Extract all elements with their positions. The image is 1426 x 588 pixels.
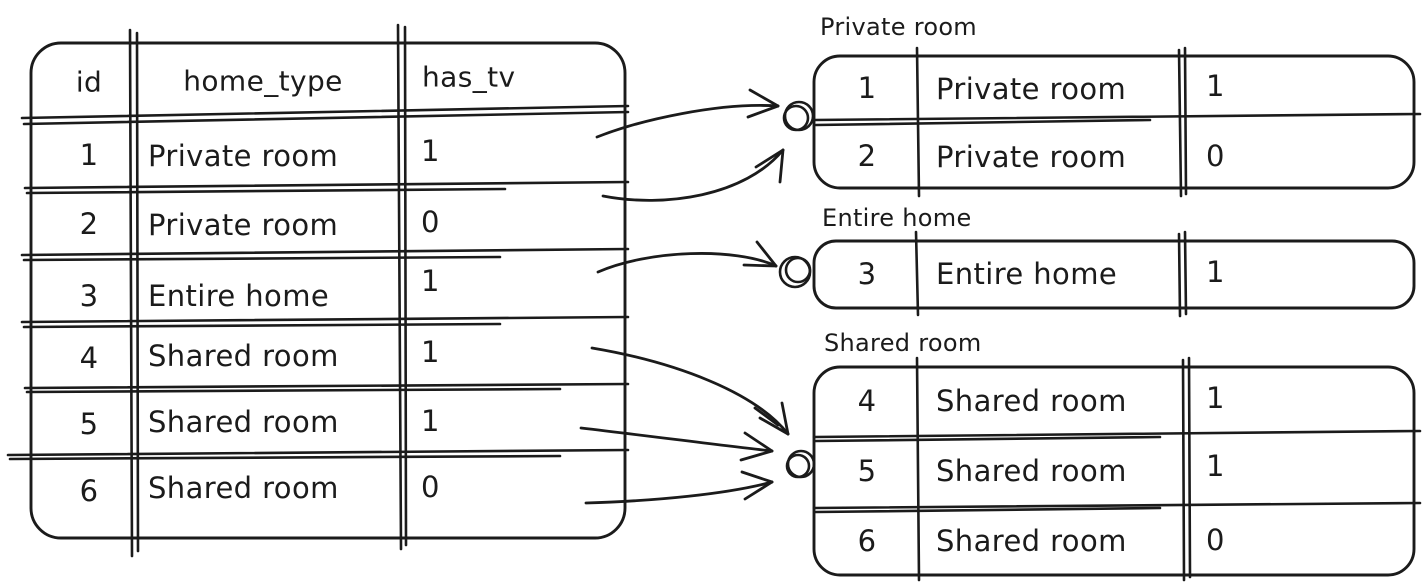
source-table-frame xyxy=(6,23,630,558)
source-row5-id: 5 xyxy=(79,407,99,441)
source-header-home-type: home_type xyxy=(183,64,343,98)
group-private-row2-id: 2 xyxy=(857,139,877,173)
group-entire-row1-home: Entire home xyxy=(936,257,1118,291)
merge-circles xyxy=(778,100,816,479)
source-row5-home: Shared room xyxy=(148,405,339,439)
group-shared-row1-tv: 1 xyxy=(1206,381,1225,415)
group-shared-row2-tv: 1 xyxy=(1206,449,1225,483)
group-private-row1-home: Private room xyxy=(936,72,1127,106)
group-entire-row1-id: 3 xyxy=(857,257,877,291)
group-shared-row1-id: 4 xyxy=(857,384,877,418)
source-header-has-tv: has_tv xyxy=(422,60,516,94)
group-private-frame xyxy=(812,46,1422,198)
group-private-row2-tv: 0 xyxy=(1206,139,1225,173)
source-row6-tv: 0 xyxy=(421,470,440,504)
group-shared-label: Shared room xyxy=(824,329,982,357)
group-private-label: Private room xyxy=(820,13,977,41)
arrow-row6-to-shared xyxy=(584,470,774,505)
arrow-row3-to-entire xyxy=(596,240,778,274)
source-row1-home: Private room xyxy=(148,139,339,173)
source-row4-home: Shared room xyxy=(148,339,339,373)
group-private-row1-id: 1 xyxy=(857,71,877,105)
arrow-row5-to-shared xyxy=(579,426,774,462)
group-shared-frame xyxy=(812,356,1422,582)
group-shared-row2-id: 5 xyxy=(857,454,877,488)
source-header-id: id xyxy=(75,65,103,99)
arrow-row2-to-private xyxy=(601,148,785,202)
arrow-row4-to-shared xyxy=(590,346,790,436)
group-shared-row1-home: Shared room xyxy=(936,384,1127,418)
source-row6-home: Shared room xyxy=(148,471,339,505)
source-row1-id: 1 xyxy=(79,138,99,172)
group-entire-frame xyxy=(812,230,1416,318)
source-row4-id: 4 xyxy=(79,341,99,375)
group-shared-row3-tv: 0 xyxy=(1206,523,1225,557)
source-row3-id: 3 xyxy=(79,279,99,313)
group-shared-row2-home: Shared room xyxy=(936,454,1127,488)
arrow-row1-to-private xyxy=(595,88,780,139)
source-row4-tv: 1 xyxy=(421,335,440,369)
source-row1-tv: 1 xyxy=(421,134,440,168)
source-row2-tv: 0 xyxy=(421,205,440,239)
group-entire-row1-tv: 1 xyxy=(1206,255,1225,289)
source-row5-tv: 1 xyxy=(421,404,440,438)
group-private-row1-tv: 1 xyxy=(1206,69,1225,103)
group-arrows xyxy=(579,88,790,505)
source-row2-home: Private room xyxy=(148,208,339,242)
source-row2-id: 2 xyxy=(79,207,99,241)
group-private-row2-home: Private room xyxy=(936,140,1127,174)
group-shared-row3-id: 6 xyxy=(857,524,877,558)
source-row3-home: Entire home xyxy=(148,279,330,313)
group-entire-label: Entire home xyxy=(822,204,972,232)
source-row3-tv: 1 xyxy=(421,264,440,298)
source-row6-id: 6 xyxy=(79,474,99,508)
group-shared-row3-home: Shared room xyxy=(936,524,1127,558)
